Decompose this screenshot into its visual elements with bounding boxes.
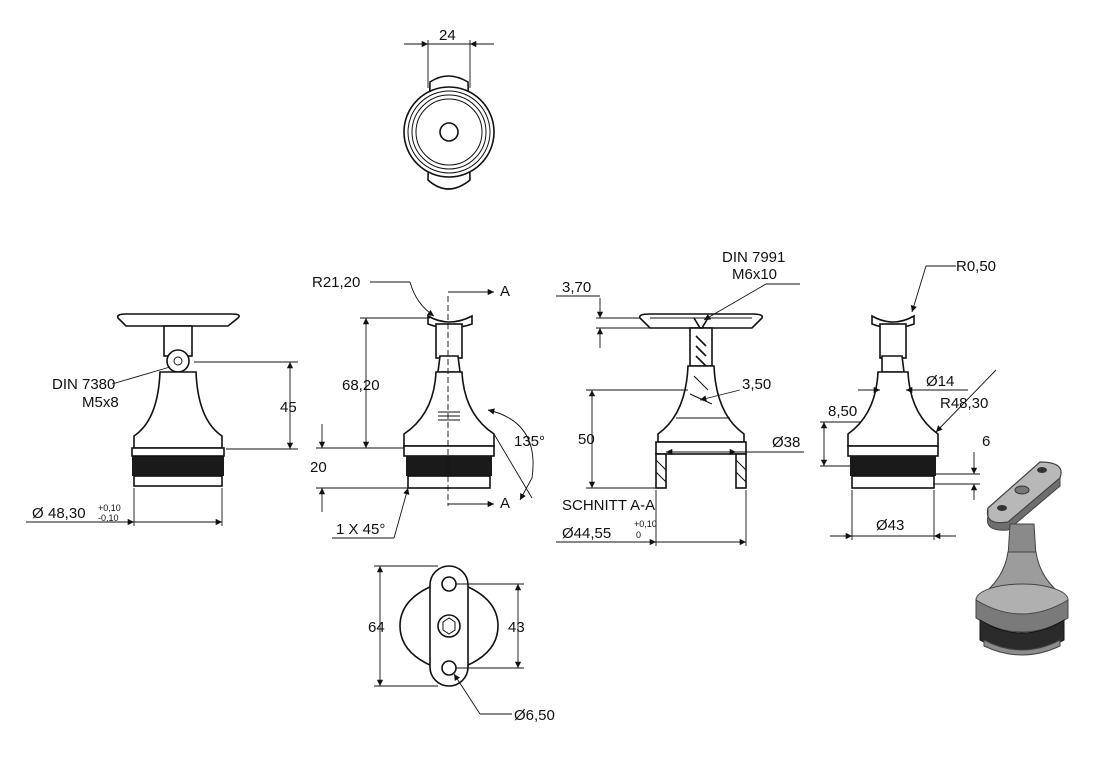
side-2-angle-label: 135°: [514, 433, 545, 450]
side-3-lower-ring: [851, 475, 935, 489]
section-countersink: [693, 317, 709, 329]
section-din-size: M6x10: [732, 266, 777, 283]
side-2-chamfer-label: 1 X 45°: [336, 521, 385, 538]
side-2-radius-arc: [409, 281, 435, 317]
section-tol-minus: 0: [636, 530, 641, 540]
iso-stem: [1007, 523, 1037, 557]
bottom-view-len-label: 64: [368, 619, 385, 636]
bottom-view-hole-dist-label: 43: [508, 619, 525, 636]
section-title: SCHNITT A-A: [562, 497, 655, 514]
side-2-pivot: [437, 355, 461, 373]
iso-plate-edge: [986, 476, 1061, 531]
iso-base-ring: [983, 639, 1061, 656]
side-1-tol-plus: +0,10: [98, 503, 121, 513]
side-2-chamfer-leader: [393, 487, 410, 539]
side-3-base-label: Ø43: [876, 517, 904, 534]
side-view-3: R0,50 Ø14 R48,30 8,50 6 Ø43: [820, 258, 997, 540]
section-wall-label: 3,50: [742, 376, 771, 393]
section-din-leader: [703, 283, 767, 321]
side-1-screw-head: [166, 349, 190, 373]
section-collar: [655, 441, 747, 455]
iso-view: [975, 461, 1069, 656]
side-3-upper-ring: [847, 445, 939, 457]
bottom-view-plate: [429, 565, 469, 687]
bottom-view: 64 43 Ø6,50: [368, 565, 555, 724]
top-view-width-label: 24: [439, 27, 456, 44]
side-2-radius-label: R21,20: [312, 274, 360, 291]
iso-collar-side: [975, 599, 1069, 633]
section-thk-label: 3,70: [562, 279, 591, 296]
section-din-label: DIN 7991: [722, 249, 785, 266]
section-cone: [657, 365, 745, 443]
side-2-knurl-ring: [406, 456, 492, 476]
side-2-upper-ring: [403, 445, 495, 457]
top-view-ring-3: [415, 98, 483, 166]
side-2-angle-arc: [487, 408, 534, 501]
side-3-saddle-radius-leader: [935, 369, 997, 433]
side-2-section-marker-top: A: [500, 283, 510, 300]
bottom-view-center-screw: [437, 614, 461, 638]
top-view-center-hole: [439, 122, 459, 142]
iso-screw: [1014, 485, 1030, 495]
side-1-din-size: M5x8: [82, 394, 119, 411]
side-2-section-marker-bottom: A: [500, 495, 510, 512]
side-2-cone: [403, 371, 495, 447]
section-wall-left: [655, 453, 667, 489]
side-1-upper-ring: [131, 447, 225, 457]
side-1-cone: [133, 371, 223, 449]
side-2-stem: [435, 323, 463, 359]
side-3-pivot: [881, 355, 905, 373]
section-view: DIN 7991 M6x10 3,70 3,50 50 Ø38 SCHNITT …: [556, 249, 804, 546]
section-outer-dia-label: Ø44,55: [562, 525, 611, 542]
bottom-view-hole-dia-leader: [453, 673, 481, 715]
section-plate: [638, 313, 764, 329]
side-1-dia-label: 48,30: [48, 505, 86, 522]
top-view: 24: [403, 27, 495, 190]
top-view-ring-2: [411, 94, 487, 170]
side-2-angle-ext: [493, 433, 533, 499]
top-view-saddle-outline: [427, 75, 471, 190]
side-1-height-label: 45: [280, 399, 297, 416]
bottom-view-hole-dia-label: Ø6,50: [514, 707, 555, 724]
side-3-knurl-ring: [850, 456, 936, 476]
side-view-1: DIN 7380 M5x8 45 Ø 48,30 +0,10 -0,10: [26, 313, 298, 526]
side-3-stem: [879, 323, 907, 359]
section-height-label: 50: [578, 431, 595, 448]
side-2-base-label: 20: [310, 459, 327, 476]
iso-hole-2: [997, 505, 1007, 511]
side-3-radius-leader: [910, 265, 927, 313]
side-1-din-leader: [111, 366, 171, 385]
side-2-lower-ring: [407, 475, 491, 489]
section-wall-hatch: [655, 459, 747, 483]
side-3-ring-label: 6: [982, 433, 990, 450]
side-1-dia-prefix: Ø: [32, 505, 44, 522]
side-2-height-label: 68,20: [342, 377, 380, 394]
section-tol-plus: +0,10: [634, 519, 657, 529]
side-3-cone-label: 8,50: [828, 403, 857, 420]
bottom-view-hex-socket-icon: [442, 617, 456, 635]
side-3-stem-label: Ø14: [926, 373, 954, 390]
side-1-tol-minus: -0,10: [98, 513, 119, 523]
top-view-ring-1: [407, 90, 491, 174]
side-1-plate: [116, 313, 240, 327]
side-view-2: A A R21,20 68,20 20 135° 1 X 45°: [310, 274, 545, 539]
side-3-cone: [847, 371, 939, 447]
side-3-saddle-radius-label: R48,30: [940, 395, 988, 412]
side-1-din-label: DIN 7380: [52, 376, 115, 393]
section-inner-dia-label: Ø38: [772, 434, 800, 451]
side-3-radius-label: R0,50: [956, 258, 996, 275]
section-wall-right: [735, 453, 747, 489]
section-wall-leader: [699, 389, 741, 402]
top-view-outer-circle: [403, 86, 495, 178]
section-stem-hatch: [695, 335, 707, 367]
side-1-screw-slot: [173, 356, 183, 366]
side-1-lower-ring: [133, 475, 223, 487]
side-1-knurl-ring: [132, 456, 224, 476]
iso-hole-1: [1037, 467, 1047, 473]
